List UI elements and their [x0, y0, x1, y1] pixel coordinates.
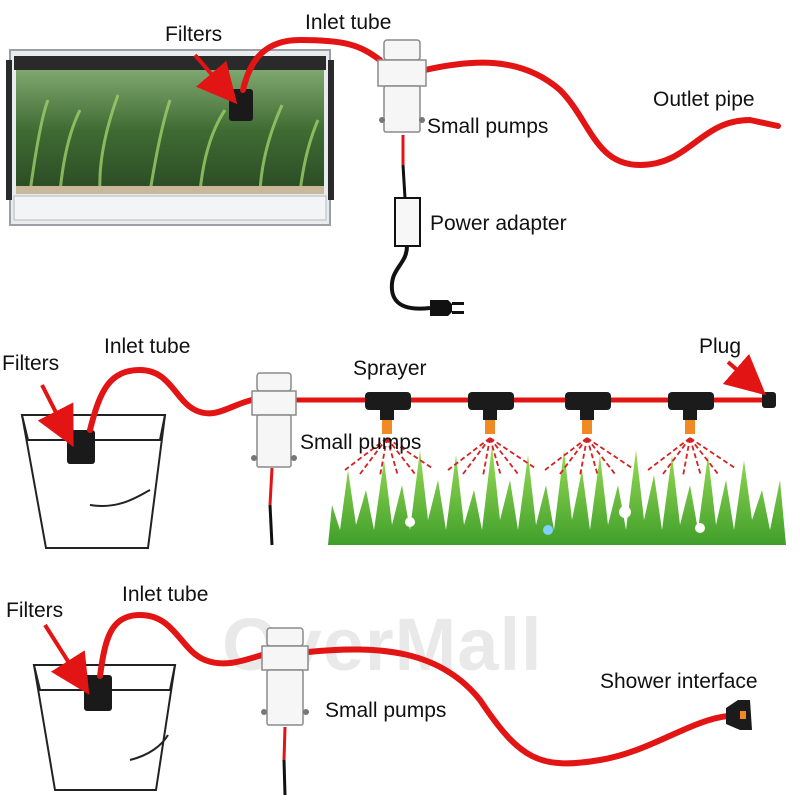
grass — [328, 445, 786, 545]
label-inlet-tube: Inlet tube — [305, 11, 391, 34]
sprayer-4-icon — [647, 392, 736, 477]
sprayer-1-icon — [344, 392, 433, 477]
panel-shower: Filters Inlet tube Small pumps Shower in… — [6, 583, 758, 796]
plug-arrow — [722, 353, 767, 396]
label-filters: Filters — [6, 599, 63, 622]
label-filters: Filters — [2, 352, 59, 375]
filters-arrow — [193, 53, 238, 105]
sprayer-2-icon — [447, 392, 536, 477]
end-plug-icon — [762, 392, 776, 408]
filters-arrow — [43, 623, 90, 695]
filter-icon — [84, 675, 112, 711]
plug-icon — [430, 300, 464, 316]
label-power-adapter: Power adapter — [430, 212, 567, 235]
inlet-tube — [87, 367, 255, 433]
pump-icon — [251, 372, 297, 468]
inlet-tube — [97, 612, 265, 679]
label-small-pumps: Small pumps — [300, 431, 421, 454]
aquarium — [6, 49, 334, 226]
outlet-pipe — [422, 59, 781, 168]
power-adapter-icon — [394, 197, 421, 247]
label-inlet-tube: Inlet tube — [122, 583, 208, 606]
label-outlet-pipe: Outlet pipe — [653, 88, 755, 111]
label-filters: Filters — [165, 23, 222, 46]
sprayer-3-icon — [544, 392, 633, 477]
outlet-pipe — [305, 646, 731, 767]
label-small-pumps: Small pumps — [427, 115, 548, 138]
panel-sprayer: Filters Inlet tube Sprayer Plug Small pu… — [2, 335, 786, 549]
inlet-tube — [240, 37, 383, 93]
label-inlet-tube: Inlet tube — [104, 335, 190, 358]
panel-aquarium: Filters Inlet tube Small pumps Outlet pi… — [6, 11, 781, 316]
filter-icon — [67, 430, 95, 464]
filters-arrow — [37, 384, 74, 448]
label-plug: Plug — [699, 335, 741, 358]
label-sprayer: Sprayer — [353, 357, 427, 380]
shower-interface-icon — [726, 700, 752, 730]
pump-icon — [261, 627, 309, 726]
label-shower-interface: Shower interface — [600, 670, 758, 693]
filter-icon — [229, 89, 253, 121]
label-small-pumps: Small pumps — [325, 699, 446, 722]
pump-icon — [377, 39, 427, 133]
